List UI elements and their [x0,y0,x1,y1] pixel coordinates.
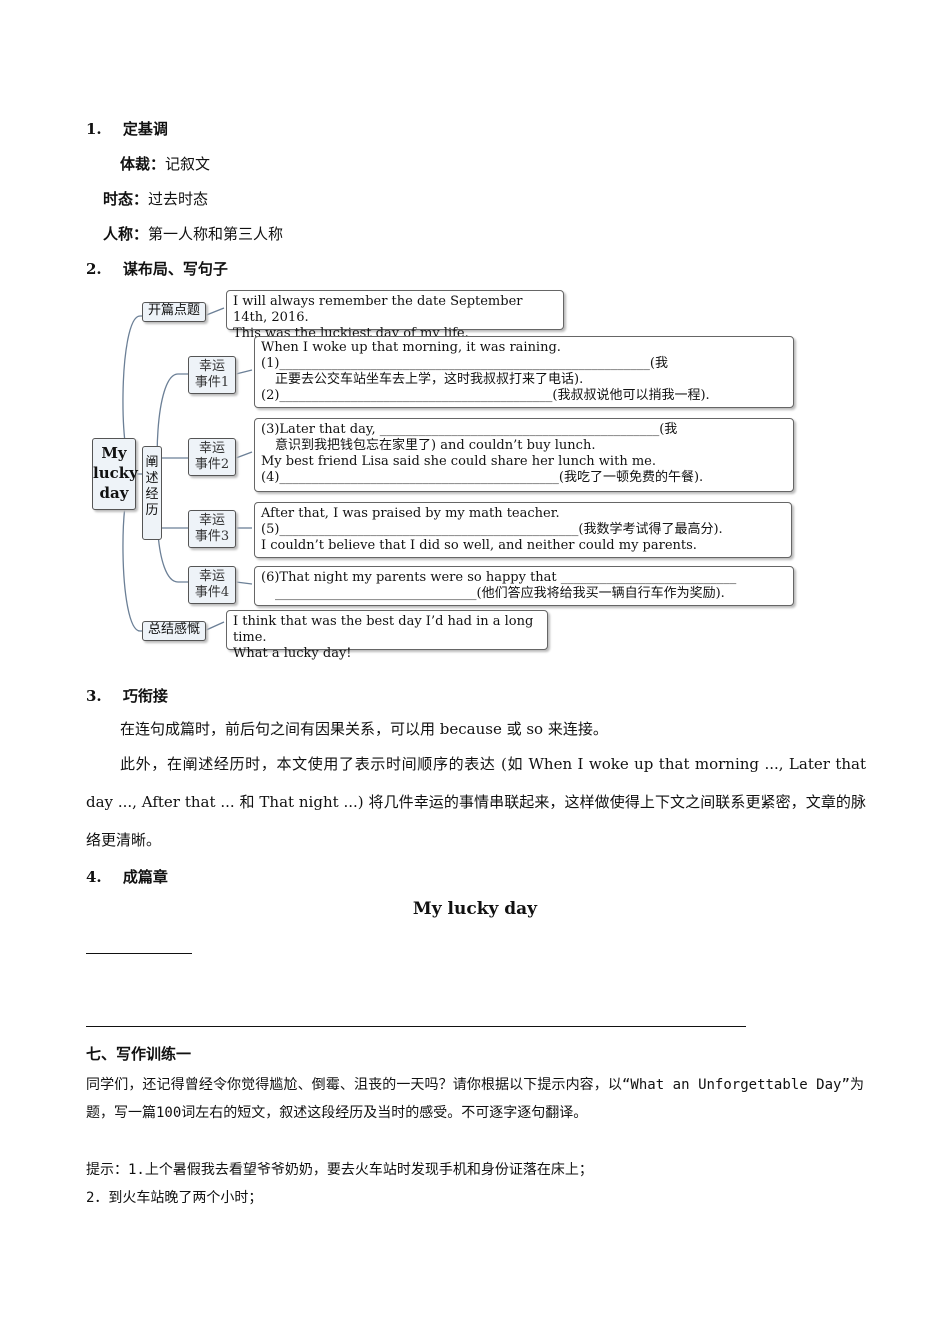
section-title: 定基调 [122,120,168,138]
event-tag-line: 事件4 [194,585,230,600]
event-line: I couldn’t believe that I did so well, a… [261,538,697,553]
event-tag-line: 事件3 [194,529,230,544]
event-line: When I woke up that morning, it was rain… [261,340,561,355]
event-3-tag: 幸运 事件3 [188,510,236,548]
event-line: My best friend Lisa said she could share… [261,454,656,469]
opening-line: I will always remember the date Septembe… [233,294,523,325]
event-line: (4)_____________________________________… [261,470,704,485]
closing-box: I think that was the best day I’d had in… [226,610,548,661]
event-line: 意识到我把钱包忘在家里了) and couldn’t buy lunch. [275,438,596,453]
event-2-tag: 幸运 事件2 [188,438,236,476]
middle-tag-char: 述 [145,471,159,486]
s3-paragraph-2: 此外，在阐述经历时，本文使用了表示时间顺序的表达 (如 When I woke … [86,755,866,849]
closing-line: What a lucky day! [233,646,352,661]
middle-tag-char: 经 [145,487,159,502]
event-tag-line: 幸运 [198,441,225,456]
section-3-heading: 3. 巧衔接 [86,685,168,706]
event-line: 正要去公交车站坐车去上学，这时我叔叔打来了电话). [275,372,584,387]
root-word: day [99,484,129,502]
section-number: 1. [86,120,102,138]
closing-tag: 总结感慨 [142,621,206,641]
essay-blank-short [86,953,192,954]
event-line: (1)_____________________________________… [261,356,668,371]
section-title: 谋布局、写句子 [122,260,228,278]
mind-map: My lucky day 开篇点题 I will always remember… [88,286,808,661]
section-2-heading: 2. 谋布局、写句子 [86,258,228,279]
tense-label: 时态： [103,190,149,208]
event-1-box: When I woke up that morning, it was rain… [254,336,794,408]
section-title: 巧衔接 [122,687,168,705]
closing-line: I think that was the best day I’d had in… [233,614,534,645]
event-line: (5)_____________________________________… [261,522,723,537]
event-tag-line: 事件2 [194,457,230,472]
section-4-heading: 4. 成篇章 [86,866,168,887]
genre-label: 体裁： [120,155,166,173]
mind-map-root: My lucky day [92,438,138,510]
section-1-heading: 1. 定基调 [86,118,168,139]
event-4-box: (6)That night my parents were so happy t… [254,566,794,606]
middle-tag: 阐 述 经 历 [142,446,162,540]
event-tag-line: 事件1 [194,375,230,390]
tense-line: 时态：过去时态 [103,188,208,209]
s7-hint-1: 提示：1.上个暑假我去看望爷爷奶奶，要去火车站时发现手机和身份证落在床上； [86,1162,593,1178]
essay-blank-long [86,1026,746,1027]
section-number: 4. [86,868,102,886]
event-line: (6)That night my parents were so happy t… [261,570,737,585]
event-line: (3)Later that day, _____________________… [261,422,678,437]
section-number: 2. [86,260,102,278]
person-line: 人称：第一人称和第三人称 [103,223,283,244]
tense-value: 过去时态 [148,190,209,208]
event-line: (2)_____________________________________… [261,388,710,403]
s3-paragraph-1: 在连句成篇时，前后句之间有因果关系，可以用 because 或 so 来连接。 [120,720,608,738]
section-title: 成篇章 [122,868,168,886]
s7-hint-2: 2．到火车站晚了两个小时； [86,1190,263,1206]
s7-prompt: 同学们，还记得曾经令你觉得尴尬、倒霉、沮丧的一天吗？请你根据以下提示内容，以“W… [86,1077,864,1121]
event-tag-line: 幸运 [198,569,225,584]
event-tag-line: 幸运 [198,359,225,374]
opening-tag: 开篇点题 [142,302,206,322]
person-label: 人称： [103,225,149,243]
event-3-box: After that, I was praised by my math tea… [254,502,792,558]
event-tag-line: 幸运 [198,513,225,528]
person-value: 第一人称和第三人称 [148,225,284,243]
middle-tag-char: 阐 [145,455,159,470]
event-2-box: (3)Later that day, _____________________… [254,418,794,492]
genre-line: 体裁：记叙文 [120,153,210,174]
section-7-heading: 七、写作训练一 [86,1045,192,1063]
root-word: lucky [93,464,138,482]
opening-box: I will always remember the date Septembe… [226,290,564,341]
event-4-tag: 幸运 事件4 [188,566,236,604]
event-line: _______________________________(他们答应我将给我… [275,586,725,601]
middle-tag-char: 历 [145,503,159,518]
genre-value: 记叙文 [165,155,211,173]
section-number: 3. [86,687,102,705]
root-word: My [101,444,127,462]
event-line: After that, I was praised by my math tea… [261,506,560,521]
event-1-tag: 幸运 事件1 [188,356,236,394]
essay-title: My lucky day [412,899,538,919]
